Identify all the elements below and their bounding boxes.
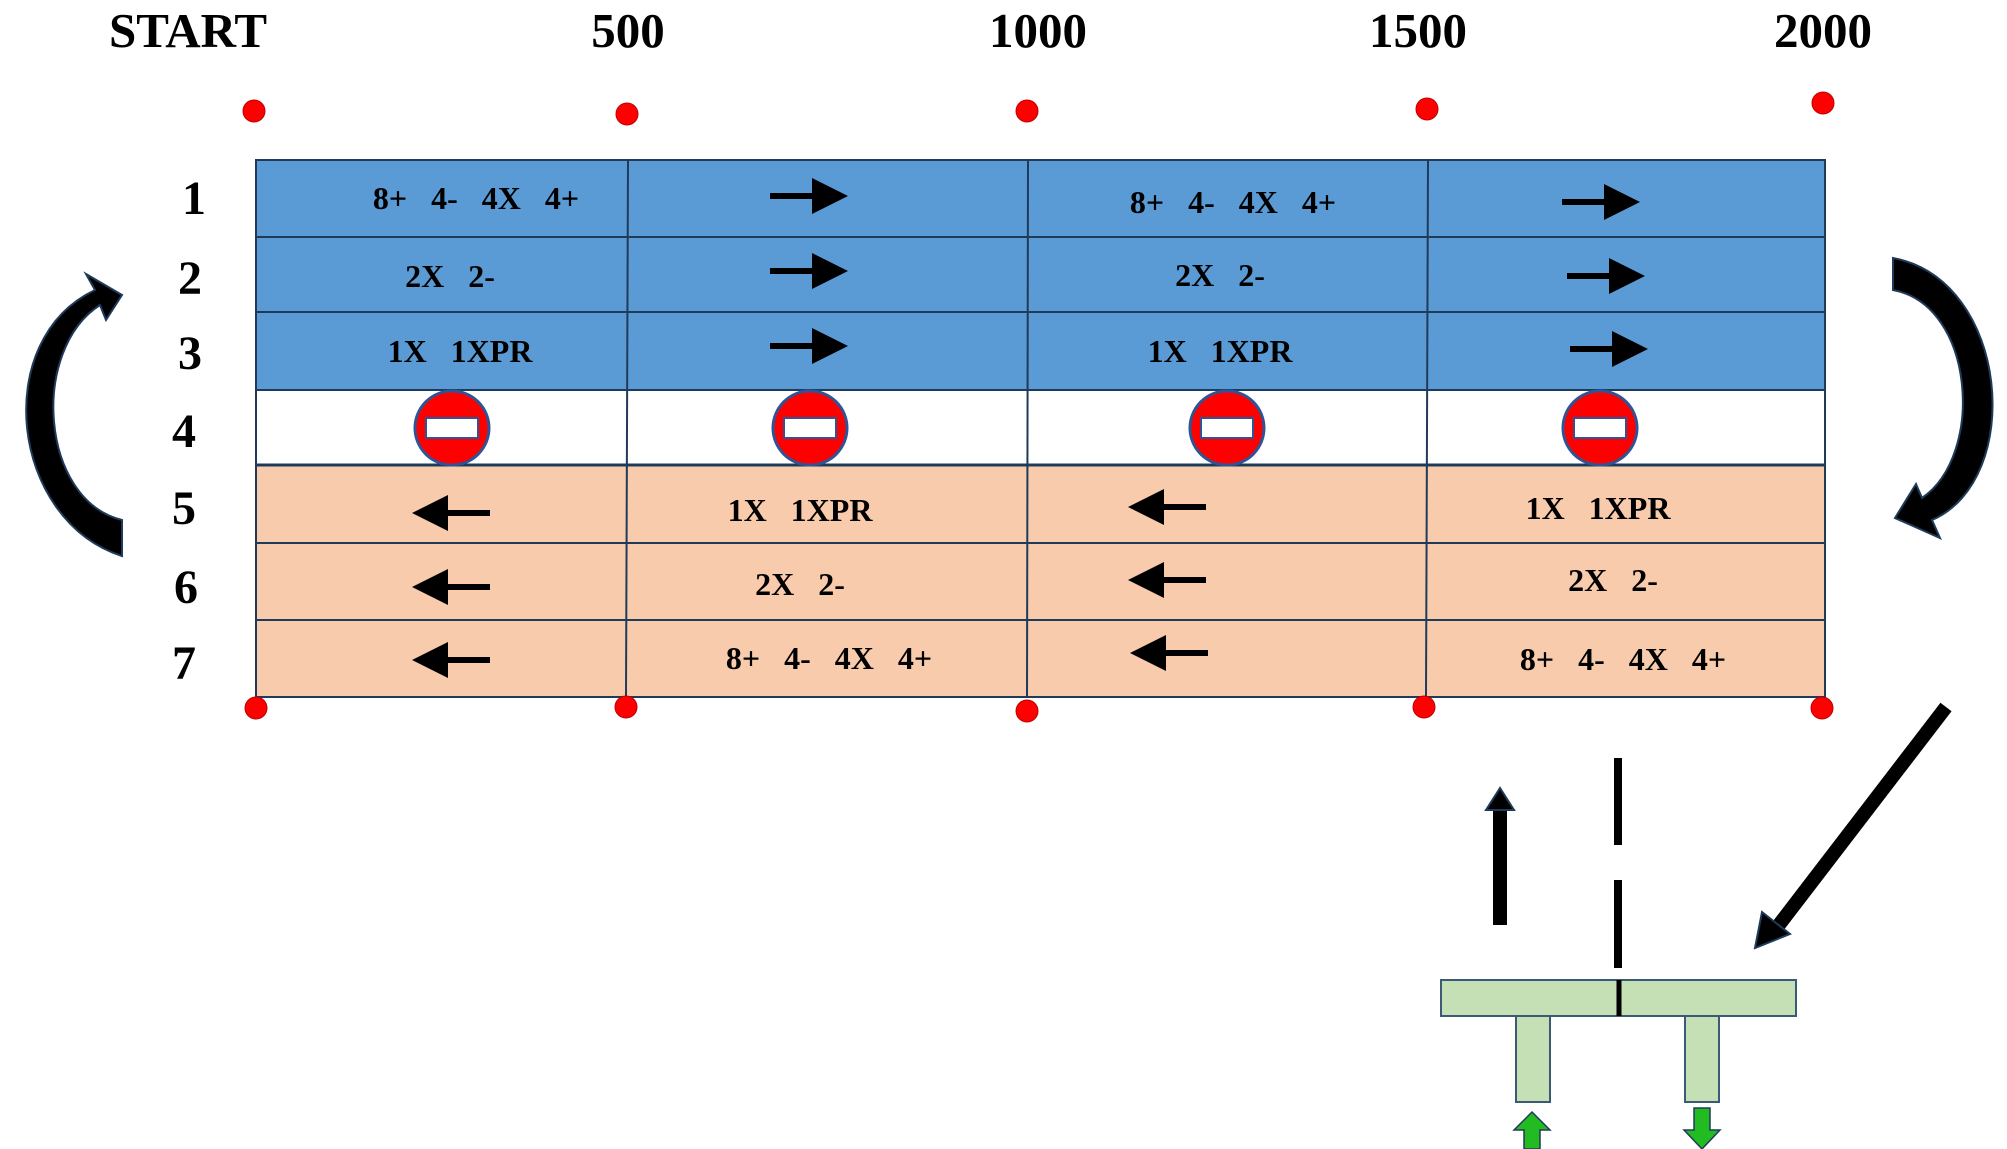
no-entry-icon bbox=[1561, 389, 1639, 467]
outbound-lanes bbox=[255, 159, 1826, 391]
right-turn-arrow-icon bbox=[1892, 256, 1994, 540]
red-dot-icon bbox=[1412, 695, 1436, 719]
lane2-workout-0-500: 2X 2- bbox=[405, 258, 495, 294]
closed-lane-signs bbox=[413, 389, 1639, 467]
red-dot-icon bbox=[242, 99, 266, 123]
milestone-2000-label: 2000 bbox=[1774, 3, 1872, 58]
lane7-workout-1500-2000: 8+ 4- 4X 4+ bbox=[1519, 641, 1727, 677]
red-dot-icon bbox=[1015, 699, 1039, 723]
green-up-arrow-icon bbox=[1512, 1110, 1552, 1149]
lane6-workout-1500-2000: 2X 2- bbox=[1568, 562, 1658, 598]
lane1-workout-0-500: 8+ 4- 4X 4+ bbox=[372, 180, 580, 216]
lane2-workout-1000-1500: 2X 2- bbox=[1175, 257, 1265, 293]
outbound-lanes-band bbox=[255, 159, 1826, 391]
milestone-start-label: START bbox=[108, 3, 268, 58]
lane-number-2: 2 bbox=[178, 252, 202, 305]
green-down-arrow-icon bbox=[1682, 1107, 1722, 1149]
lane7-workout-500-1000: 8+ 4- 4X 4+ bbox=[725, 640, 933, 676]
divider-500 bbox=[625, 159, 629, 698]
lane-number-5: 5 bbox=[172, 482, 196, 535]
up-arrow-icon bbox=[1484, 786, 1516, 925]
distance-markers bbox=[242, 91, 1835, 723]
lane6-workout-500-1000: 2X 2- bbox=[755, 566, 845, 602]
milestone-1500-label: 1500 bbox=[1369, 3, 1467, 58]
divider-1500 bbox=[1425, 159, 1429, 698]
no-entry-icon bbox=[413, 389, 491, 467]
lane1-workout-1000-1500: 8+ 4- 4X 4+ bbox=[1129, 184, 1337, 220]
dock bbox=[1440, 979, 1797, 1149]
divider-1000 bbox=[1026, 159, 1029, 698]
return-direction-arrows bbox=[412, 489, 1208, 678]
milestone-500-label: 500 bbox=[591, 3, 665, 58]
no-entry-icon bbox=[1188, 389, 1266, 467]
lane-number-1: 1 bbox=[182, 172, 206, 225]
lane-number-3: 3 bbox=[178, 327, 202, 380]
diagonal-arrow-icon bbox=[1753, 702, 1952, 950]
lane5-workout-1500-2000: 1X 1XPR bbox=[1525, 490, 1671, 526]
left-turn-arrow-icon bbox=[25, 271, 124, 558]
red-dot-icon bbox=[614, 695, 638, 719]
lane-number-7: 7 bbox=[172, 637, 196, 690]
red-dot-icon bbox=[244, 696, 268, 720]
dock-ramp-left bbox=[1515, 1015, 1551, 1103]
no-entry-icon bbox=[771, 389, 849, 467]
lane-number-4: 4 bbox=[172, 405, 196, 458]
return-lanes-band bbox=[255, 464, 1826, 698]
lane5-workout-500-1000: 1X 1XPR bbox=[727, 492, 873, 528]
lane-dividers bbox=[256, 236, 1825, 621]
outbound-direction-arrows bbox=[770, 178, 1648, 367]
lane3-workout-1000-1500: 1X 1XPR bbox=[1147, 333, 1293, 369]
dock-ramp-right bbox=[1684, 1015, 1720, 1103]
red-dot-icon bbox=[615, 102, 639, 126]
lane3-workout-0-500: 1X 1XPR bbox=[387, 333, 533, 369]
red-dot-icon bbox=[1015, 99, 1039, 123]
milestone-1000-label: 1000 bbox=[989, 3, 1087, 58]
red-dot-icon bbox=[1810, 696, 1834, 720]
red-dot-icon bbox=[1415, 97, 1439, 121]
distance-dividers bbox=[625, 159, 1429, 698]
lane-number-6: 6 bbox=[174, 561, 198, 614]
red-dot-icon bbox=[1811, 91, 1835, 115]
